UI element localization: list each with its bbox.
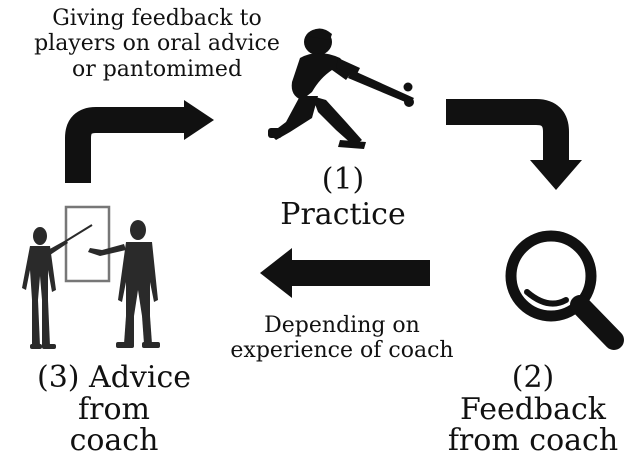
note-bottom-line-2: experience of coach	[230, 338, 454, 364]
step-advice-line-2: coach	[69, 423, 159, 458]
note-bottom-line-1: Depending on	[264, 313, 420, 338]
note-top-line-1: Giving feedback to	[52, 6, 262, 31]
step-advice-line-1: (3) Advice from	[37, 360, 191, 427]
baseball-batter-icon	[268, 28, 414, 149]
arrow-advice-to-practice	[65, 100, 214, 183]
cycle-diagram: Giving feedback to players on oral advic…	[22, 6, 624, 456]
step-feedback-line-1: (2) Feedback	[460, 360, 606, 427]
diagram-graphics	[22, 28, 624, 350]
note-feedback-method: Giving feedback to players on oral advic…	[28, 6, 286, 82]
note-coach-experience: Depending on experience of coach	[228, 313, 456, 364]
note-top-line-2: players on oral advice	[34, 31, 280, 57]
step-advice-label: (3) Advice from coach	[0, 362, 228, 457]
magnifying-glass-icon	[505, 230, 624, 350]
step-feedback-line-2: from coach	[447, 423, 619, 458]
note-top-line-3: or pantomimed	[71, 56, 243, 82]
step-feedback-label: (2) Feedback from coach	[438, 362, 628, 457]
arrow-feedback-to-advice	[260, 248, 430, 298]
arrow-practice-to-feedback	[446, 99, 582, 190]
coach-presentation-icon	[22, 205, 160, 349]
step-practice-label: (1) Practice	[280, 162, 406, 232]
presenter-left-figure	[22, 227, 68, 349]
presenter-right-figure	[88, 220, 160, 348]
